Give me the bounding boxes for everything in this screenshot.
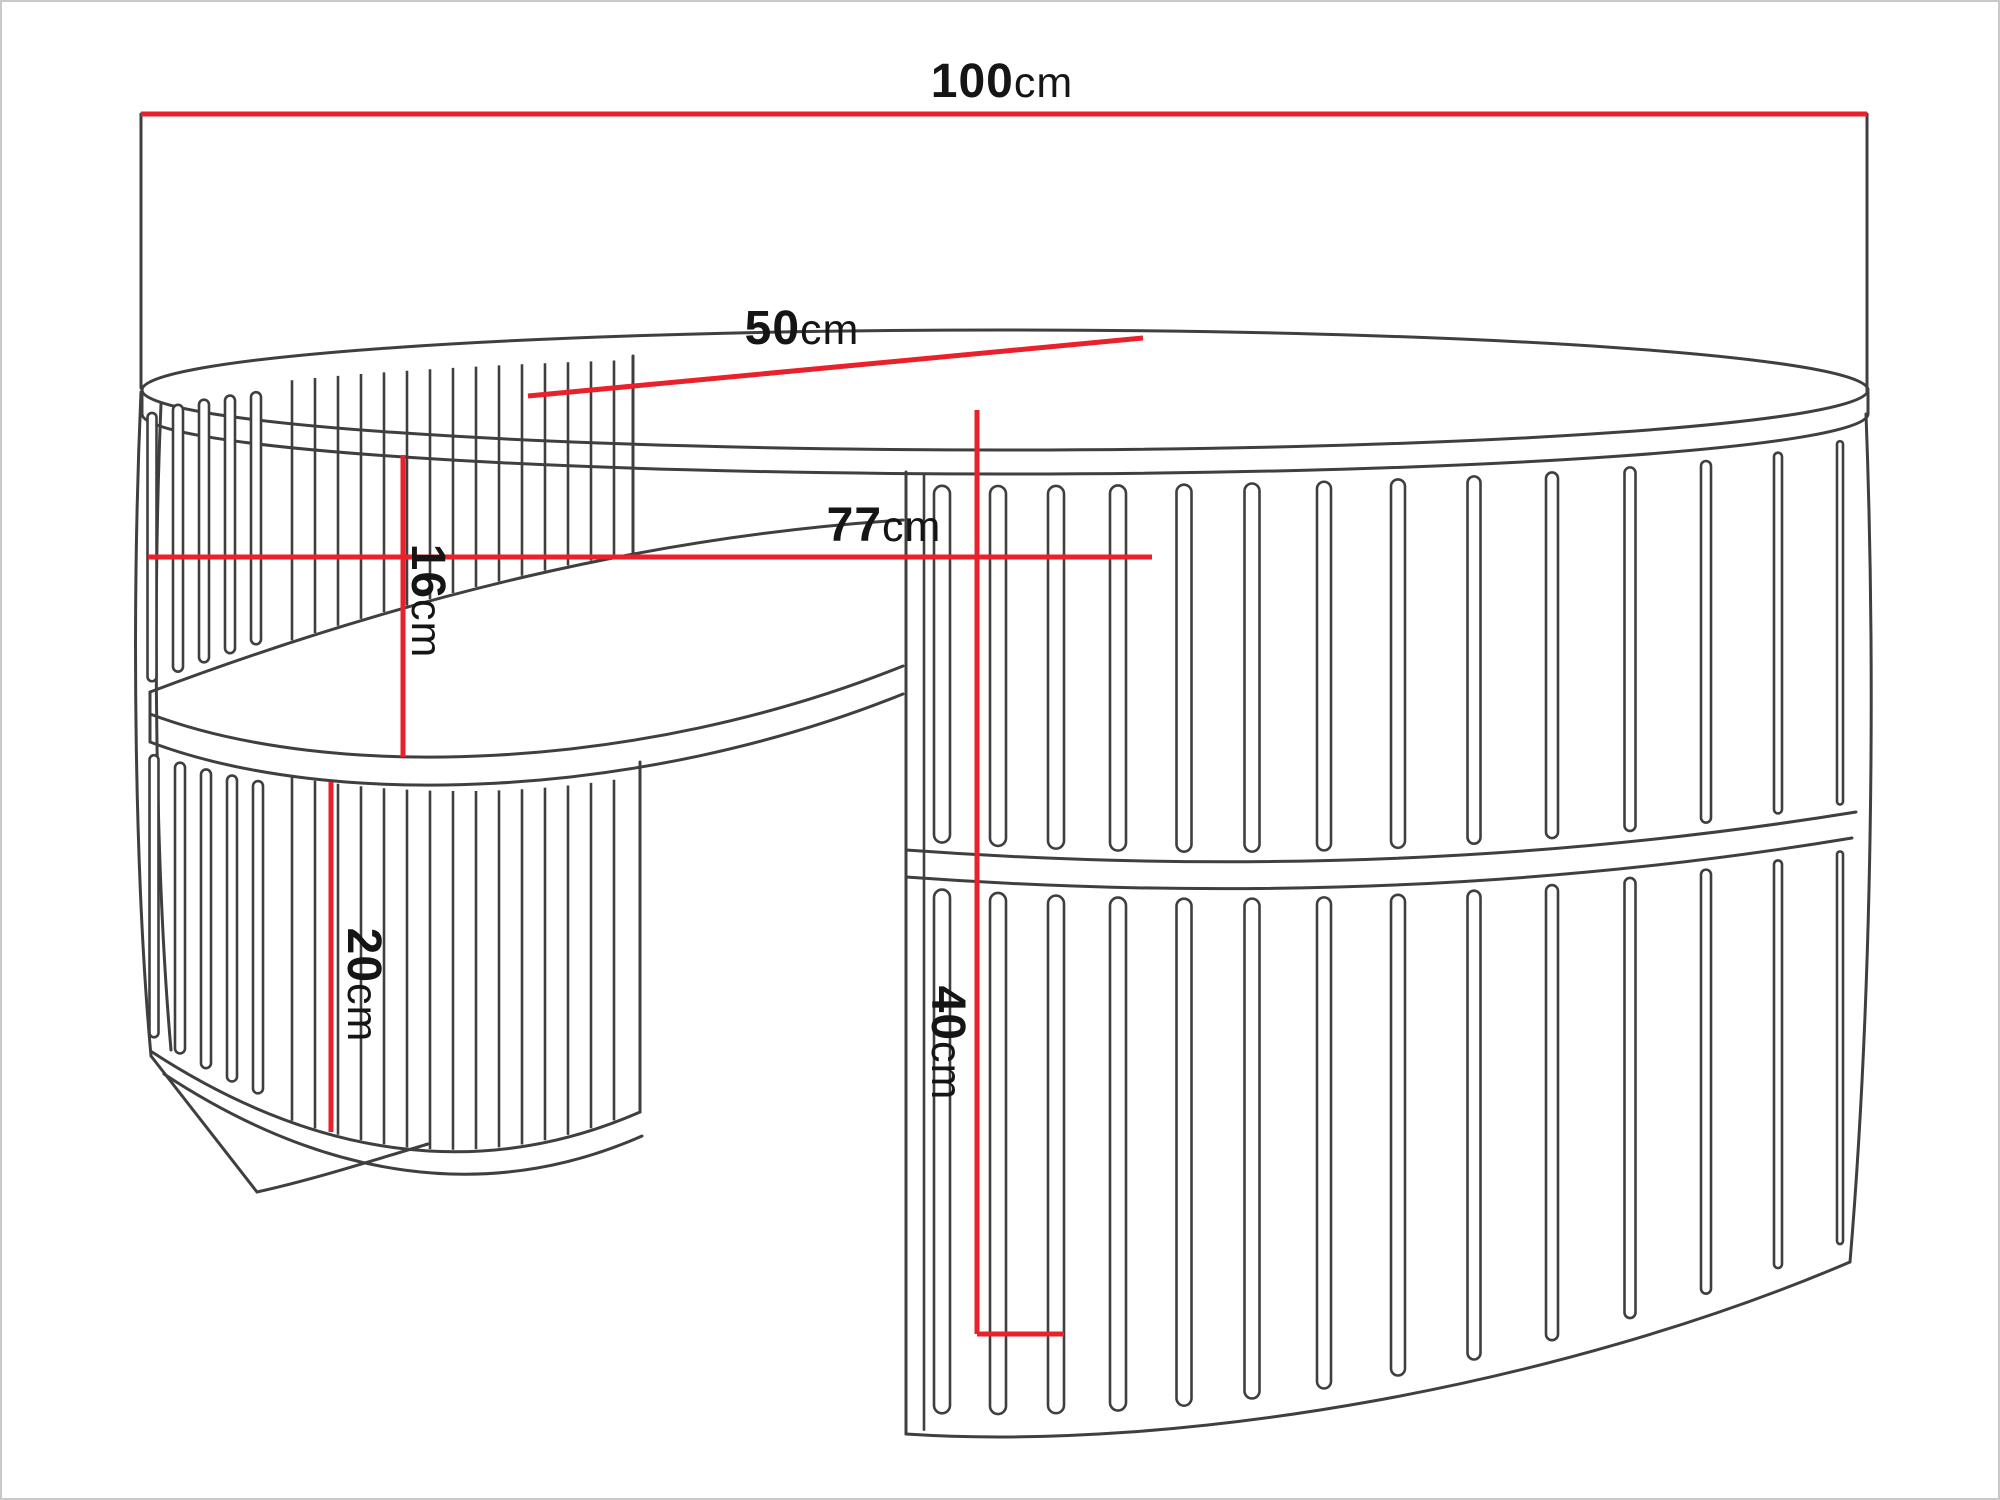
dim-label-inner-width: 77cm bbox=[827, 499, 942, 552]
capsule-cutout bbox=[1466, 889, 1482, 1361]
slat-capsules bbox=[146, 390, 1845, 1416]
dim-label-width: 100cm bbox=[931, 55, 1073, 108]
capsule-cutout bbox=[1835, 850, 1845, 1246]
capsule-cutout bbox=[1108, 896, 1128, 1412]
left-wall-outer-edge bbox=[134, 390, 153, 1058]
depth-dimension-line bbox=[527, 335, 1144, 399]
left-band-bottom-rim-top bbox=[150, 1050, 642, 1154]
capsule-cutout bbox=[173, 761, 187, 1055]
capsule-cutout bbox=[988, 891, 1008, 1416]
shelf-front-bottom-edge bbox=[148, 692, 905, 787]
right-drum-shelf-band-top bbox=[904, 810, 1858, 864]
capsule-cutout bbox=[932, 484, 952, 844]
shelf-back-edge bbox=[148, 518, 905, 694]
capsule-cutout bbox=[1835, 439, 1845, 806]
dim-label-depth: 50cm bbox=[745, 302, 860, 355]
slat-lines bbox=[290, 360, 926, 1431]
capsule-cutout bbox=[251, 779, 265, 1095]
capsule-cutout bbox=[1243, 897, 1261, 1400]
capsule-cutout bbox=[1389, 893, 1407, 1377]
right-drum-shelf-band-bottom bbox=[904, 836, 1854, 891]
capsule-cutout bbox=[1772, 451, 1784, 815]
capsule-cutout bbox=[1544, 883, 1560, 1342]
capsule-cutout bbox=[148, 753, 160, 1039]
capsule-cutout bbox=[988, 484, 1008, 848]
capsule-cutout bbox=[1046, 484, 1066, 850]
capsule-cutout bbox=[1108, 484, 1128, 852]
dim-label-shelf-clearance: 16cm bbox=[401, 544, 454, 659]
dim-label-base-height: 20cm bbox=[337, 928, 390, 1043]
capsule-cutout bbox=[1623, 466, 1637, 833]
table-drawing bbox=[134, 112, 1873, 1439]
capsule-cutout bbox=[199, 768, 213, 1070]
capsule-cutout bbox=[1544, 471, 1560, 840]
capsule-cutout bbox=[932, 888, 952, 1415]
right-drum-bottom-edge bbox=[904, 1260, 1852, 1439]
capsule-cutout bbox=[1699, 459, 1713, 824]
dimension-lines bbox=[141, 111, 1867, 1337]
capsule-cutout bbox=[1175, 483, 1193, 853]
dim-label-total-height: 40cm bbox=[921, 986, 974, 1101]
capsule-cutout bbox=[1315, 480, 1333, 852]
capsule-cutout bbox=[1315, 896, 1333, 1390]
capsule-cutout bbox=[1466, 475, 1482, 846]
capsule-cutout bbox=[146, 411, 158, 683]
tabletop-ellipse bbox=[140, 328, 1870, 452]
left-band-bottom-rim-bottom bbox=[162, 1072, 644, 1176]
capsule-cutout bbox=[249, 390, 263, 646]
capsule-cutout bbox=[1243, 482, 1261, 853]
shelf-front-edge bbox=[148, 664, 905, 759]
left-wall-base-arc bbox=[255, 1142, 430, 1194]
capsule-cutout bbox=[1699, 868, 1713, 1295]
right-drum-right-edge bbox=[1848, 412, 1873, 1264]
dimension-labels: 100cm 50cm 77cm 16cm 20cm 40cm bbox=[337, 55, 1073, 1101]
capsule-cutout bbox=[171, 403, 185, 673]
capsule-cutout bbox=[223, 394, 237, 655]
capsule-cutout bbox=[1389, 478, 1407, 850]
capsule-cutout bbox=[1175, 897, 1193, 1407]
capsule-cutout bbox=[225, 774, 239, 1083]
capsule-cutout bbox=[197, 398, 211, 664]
capsule-cutout bbox=[1623, 876, 1637, 1320]
capsule-cutout bbox=[1772, 859, 1784, 1270]
capsule-cutout bbox=[1046, 894, 1066, 1415]
